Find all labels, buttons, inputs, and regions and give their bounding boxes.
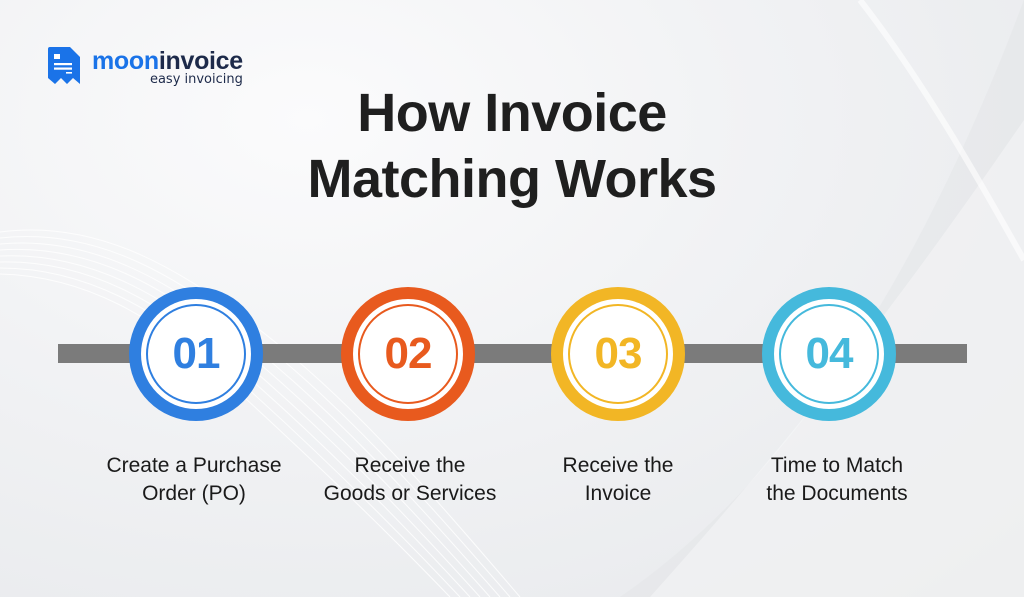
- step-badge: 04: [774, 299, 884, 409]
- invoice-document-icon: [48, 47, 80, 84]
- page-title: How Invoice Matching Works: [0, 80, 1024, 212]
- step-2-label: Receive the Goods or Services: [323, 454, 497, 505]
- step-1: 01: [129, 287, 263, 421]
- brand-logo[interactable]: mooninvoice easy invoicing: [46, 46, 243, 87]
- brand-name: mooninvoice: [92, 47, 243, 75]
- step-2: 02: [341, 287, 475, 421]
- step-1-label: Create a Purchase Order (PO): [106, 454, 282, 505]
- step-badge: 01: [141, 299, 251, 409]
- step-number: 02: [384, 329, 433, 378]
- brand-tagline: easy invoicing: [149, 72, 243, 87]
- step-3-label: Receive the Invoice: [562, 454, 674, 505]
- step-badge: 02: [353, 299, 463, 409]
- step-badge: 03: [563, 299, 673, 409]
- step-4: 04: [762, 287, 896, 421]
- title-line-1: How Invoice: [357, 83, 667, 143]
- timeline-bar: [58, 344, 967, 363]
- title-line-2: Matching Works: [307, 149, 717, 209]
- step-number: 03: [594, 329, 643, 378]
- step-number: 04: [805, 329, 854, 378]
- step-number: 01: [172, 329, 221, 378]
- step-3: 03: [551, 287, 685, 421]
- step-4-label: Time to Match the Documents: [766, 454, 908, 505]
